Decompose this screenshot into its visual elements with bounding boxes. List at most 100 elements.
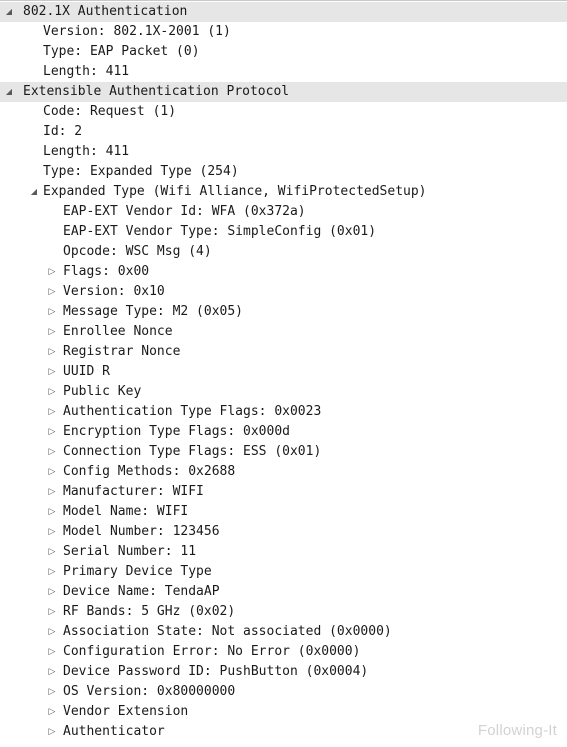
tree-row-label: Device Name: TendaAP xyxy=(63,584,220,599)
tree-row[interactable]: ▷ OS Version: 0x80000000 xyxy=(0,682,567,702)
tree-row-label: Type: Expanded Type (254) xyxy=(43,164,239,179)
tree-row-label: Version: 802.1X-2001 (1) xyxy=(43,24,231,39)
collapsed-triangle-icon[interactable]: ▷ xyxy=(48,587,56,597)
tree-row[interactable]: Type: EAP Packet (0) xyxy=(0,42,567,62)
tree-row[interactable]: ▷ Serial Number: 11 xyxy=(0,542,567,562)
tree-row[interactable]: EAP-EXT Vendor Id: WFA (0x372a) xyxy=(0,202,567,222)
collapsed-triangle-icon[interactable]: ▷ xyxy=(48,607,56,617)
tree-row-label: Encryption Type Flags: 0x000d xyxy=(63,424,290,439)
tree-row[interactable]: ▷Configuration Error: No Error (0x0000) xyxy=(0,642,567,662)
collapsed-triangle-icon[interactable]: ▷ xyxy=(48,567,56,577)
collapsed-triangle-icon[interactable]: ▷ xyxy=(48,487,56,497)
tree-row-label: Public Key xyxy=(63,384,142,399)
tree-row[interactable]: Type: Expanded Type (254) xyxy=(0,162,567,182)
tree-row[interactable]: ▷ RF Bands: 5 GHz (0x02) xyxy=(0,602,567,622)
tree-row[interactable]: ◢ 802.1X Authentication xyxy=(0,2,567,22)
tree-row-label: Extensible Authentication Protocol xyxy=(23,84,290,99)
tree-row[interactable]: ▷ Public Key xyxy=(0,382,567,402)
tree-row-label: 802.1X Authentication xyxy=(23,4,188,19)
tree-row-label: Registrar Nonce xyxy=(63,344,181,359)
tree-row[interactable]: ▷ Manufacturer: WIFI xyxy=(0,482,567,502)
tree-row-label: UUID R xyxy=(63,364,110,379)
collapsed-triangle-icon[interactable]: ▷ xyxy=(48,387,56,397)
collapsed-triangle-icon[interactable]: ▷ xyxy=(48,327,56,337)
tree-row-label: Device Password ID: PushButton (0x0004) xyxy=(63,664,369,679)
tree-row[interactable]: ▷Authentication Type Flags: 0x0023 xyxy=(0,402,567,422)
collapsed-triangle-icon[interactable]: ▷ xyxy=(48,347,56,357)
collapsed-triangle-icon[interactable]: ▷ xyxy=(48,647,56,657)
tree-row[interactable]: ▷ Model Name: WIFI xyxy=(0,502,567,522)
watermark: Following-It xyxy=(477,722,557,739)
tree-row-label: Length: 411 xyxy=(43,144,130,159)
collapsed-triangle-icon[interactable]: ▷ xyxy=(48,627,56,637)
tree-row-label: Manufacturer: WIFI xyxy=(63,484,204,499)
collapsed-triangle-icon[interactable]: ▷ xyxy=(48,687,56,697)
tree-row[interactable]: ◢ Expanded Type (Wifi Alliance, WifiProte… xyxy=(0,182,567,202)
collapsed-triangle-icon[interactable]: ▷ xyxy=(48,527,56,537)
tree-row[interactable]: ▷ Authenticator xyxy=(0,722,567,742)
tree-row[interactable]: Id: 2 xyxy=(0,122,567,142)
tree-row-label: Primary Device Type xyxy=(63,564,212,579)
collapsed-triangle-icon[interactable]: ▷ xyxy=(48,507,56,517)
collapsed-triangle-icon[interactable]: ▷ xyxy=(48,467,56,477)
tree-row[interactable]: ▷ Enrollee Nonce xyxy=(0,322,567,342)
tree-row[interactable]: EAP-EXT Vendor Type: SimpleConfig (0x01) xyxy=(0,222,567,242)
tree-row-label: Type: EAP Packet (0) xyxy=(43,44,200,59)
tree-row-label: Id: 2 xyxy=(43,124,83,139)
tree-row[interactable]: ▷ Registrar Nonce xyxy=(0,342,567,362)
collapsed-triangle-icon[interactable]: ▷ xyxy=(48,667,56,677)
tree-row-label: Vendor Extension xyxy=(63,704,189,719)
tree-row[interactable]: ▷ Primary Device Type xyxy=(0,562,567,582)
tree-row[interactable]: ▷ Model Number: 123456 xyxy=(0,522,567,542)
tree-row-label: Model Name: WIFI xyxy=(63,504,189,519)
tree-row[interactable]: Opcode: WSC Msg (4) xyxy=(0,242,567,262)
tree-row[interactable]: ▷ Config Methods: 0x2688 xyxy=(0,462,567,482)
tree-row-label: Model Number: 123456 xyxy=(63,524,220,539)
tree-row-label: Message Type: M2 (0x05) xyxy=(63,304,244,319)
collapsed-triangle-icon[interactable]: ▷ xyxy=(48,367,56,377)
collapsed-triangle-icon[interactable]: ▷ xyxy=(48,307,56,317)
tree-row[interactable]: Version: 802.1X-2001 (1) xyxy=(0,22,567,42)
top-border xyxy=(0,0,567,1)
tree-row-label: RF Bands: 5 GHz (0x02) xyxy=(63,604,236,619)
collapsed-triangle-icon[interactable]: ▷ xyxy=(48,447,56,457)
tree-row-label: Connection Type Flags: ESS (0x01) xyxy=(63,444,322,459)
tree-row[interactable]: ▷ UUID R xyxy=(0,362,567,382)
tree-row-label: Enrollee Nonce xyxy=(63,324,173,339)
collapsed-triangle-icon[interactable]: ▷ xyxy=(48,267,56,277)
tree-row[interactable]: ▷ Connection Type Flags: ESS (0x01) xyxy=(0,442,567,462)
tree-row-label: Config Methods: 0x2688 xyxy=(63,464,236,479)
tree-row-label: Version: 0x10 xyxy=(63,284,165,299)
tree-row[interactable]: Length: 411 xyxy=(0,62,567,82)
collapsed-triangle-icon[interactable]: ▷ xyxy=(48,287,56,297)
tree-row[interactable]: ▷ Message Type: M2 (0x05) xyxy=(0,302,567,322)
tree-row-label: Serial Number: 11 xyxy=(63,544,197,559)
tree-row[interactable]: ▷ Version: 0x10 xyxy=(0,282,567,302)
tree-row[interactable]: ◢ Extensible Authentication Protocol xyxy=(0,82,567,102)
expanded-triangle-icon[interactable]: ◢ xyxy=(5,7,13,16)
tree-row-label: EAP-EXT Vendor Type: SimpleConfig (0x01) xyxy=(63,224,377,239)
collapsed-triangle-icon[interactable]: ▷ xyxy=(48,707,56,717)
tree-row[interactable]: ▷ Encryption Type Flags: 0x000d xyxy=(0,422,567,442)
tree-row-label: Authenticator xyxy=(63,724,165,739)
tree-row[interactable]: ▷ Vendor Extension xyxy=(0,702,567,722)
tree-row-label: Association State: Not associated (0x000… xyxy=(63,624,392,639)
tree-row[interactable]: Length: 411 xyxy=(0,142,567,162)
collapsed-triangle-icon[interactable]: ▷ xyxy=(48,727,56,737)
expanded-triangle-icon[interactable]: ◢ xyxy=(30,187,38,196)
tree-row-label: EAP-EXT Vendor Id: WFA (0x372a) xyxy=(63,204,306,219)
tree-row-label: Flags: 0x00 xyxy=(63,264,150,279)
tree-row-label: OS Version: 0x80000000 xyxy=(63,684,236,699)
tree-row[interactable]: Code: Request (1) xyxy=(0,102,567,122)
tree-row[interactable]: ▷ Flags: 0x00 xyxy=(0,262,567,282)
tree-row-label: Expanded Type (Wifi Alliance, WifiProtec… xyxy=(43,184,427,199)
collapsed-triangle-icon[interactable]: ▷ xyxy=(48,427,56,437)
expanded-triangle-icon[interactable]: ◢ xyxy=(5,87,13,96)
collapsed-triangle-icon[interactable]: ▷ xyxy=(48,547,56,557)
tree-row-label: Opcode: WSC Msg (4) xyxy=(63,244,212,259)
tree-row[interactable]: ▷ Association State: Not associated (0x00… xyxy=(0,622,567,642)
tree-row[interactable]: ▷ Device Password ID: PushButton (0x0004) xyxy=(0,662,567,682)
collapsed-triangle-icon[interactable]: ▷ xyxy=(48,407,56,417)
tree-row[interactable]: ▷ Device Name: TendaAP xyxy=(0,582,567,602)
